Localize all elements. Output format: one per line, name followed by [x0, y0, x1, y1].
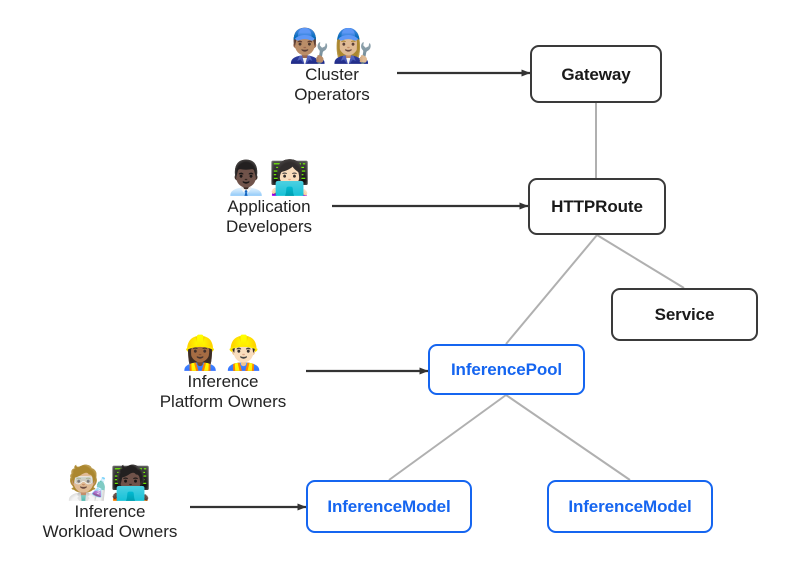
actor-emoji-pair-icon: 👨🏽‍🔧👩🏼‍🔧 — [288, 26, 376, 65]
node-service[interactable]: Service — [611, 288, 758, 341]
actor-emoji-pair-icon: 👨🏿‍💼👩🏻‍💻 — [225, 158, 313, 197]
actor-name-label: Inference Platform Owners — [159, 371, 287, 412]
edge-pool-model-left — [388, 394, 507, 481]
actor-name-label: Application Developers — [226, 196, 312, 237]
node-httproute[interactable]: HTTPRoute — [528, 178, 666, 235]
actor-application-developers: 👨🏿‍💼👩🏻‍💻Application Developers — [169, 160, 369, 238]
node-label: InferenceModel — [327, 497, 451, 516]
edge-pool-model-right — [505, 394, 631, 481]
node-pool[interactable]: InferencePool — [428, 344, 585, 395]
persona-arrows — [190, 69, 531, 511]
actor-inference-workload-owners: 🧑🏼‍🔬🧑🏿‍💻Inference Workload Owners — [10, 465, 210, 543]
node-label: Gateway — [561, 64, 631, 84]
node-label: HTTPRoute — [551, 197, 643, 216]
edge-httproute-pool — [505, 234, 598, 345]
node-label: InferencePool — [450, 360, 563, 379]
node-model-right[interactable]: InferenceModel — [547, 480, 713, 533]
node-label: InferenceModel — [568, 497, 692, 516]
edge-httproute-service — [596, 234, 685, 289]
actor-emoji-pair-icon: 🧑🏼‍🔬🧑🏿‍💻 — [66, 463, 154, 502]
node-gateway[interactable]: Gateway — [530, 45, 662, 103]
actor-name-label: Inference Workload Owners — [42, 501, 178, 542]
actor-inference-platform-owners: 👷🏾‍♀️👷🏻‍♂️Inference Platform Owners — [123, 335, 323, 413]
actor-cluster-operators: 👨🏽‍🔧👩🏼‍🔧Cluster Operators — [232, 28, 432, 106]
node-model-left[interactable]: InferenceModel — [306, 480, 472, 533]
actor-emoji-pair-icon: 👷🏾‍♀️👷🏻‍♂️ — [179, 333, 267, 372]
actor-name-label: Cluster Operators — [294, 64, 370, 105]
node-label: Service — [654, 305, 715, 324]
